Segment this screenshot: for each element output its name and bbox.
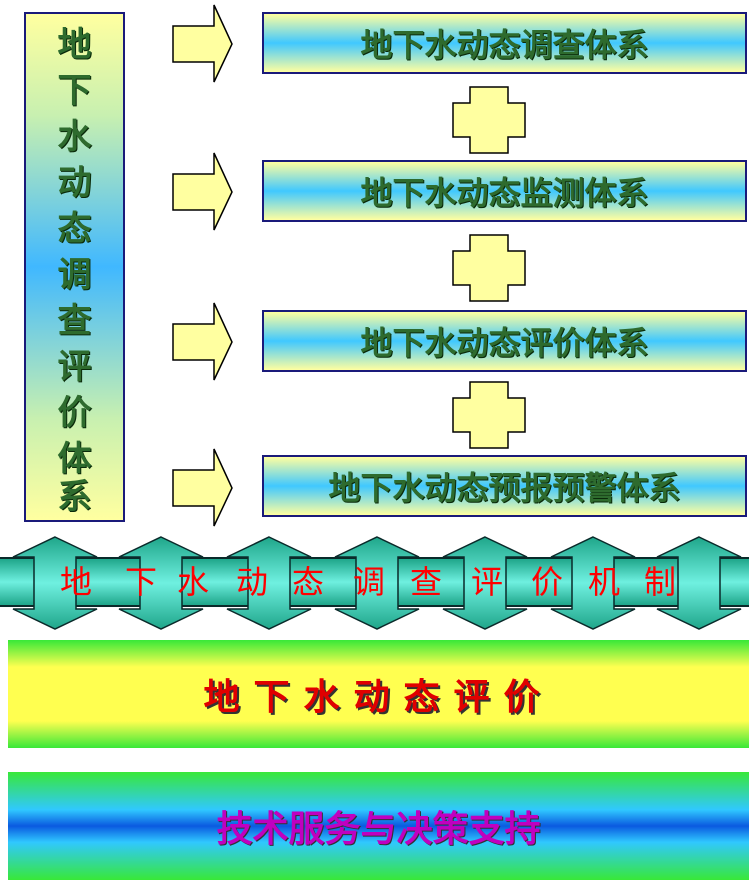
system-label: 地下水动态监测体系 xyxy=(360,174,649,212)
support-label: 技术服务与决策支持 xyxy=(216,809,541,850)
mechanism-char: 态 xyxy=(291,563,324,601)
right-arrow-icon xyxy=(172,448,233,527)
mechanism-char: 制 xyxy=(643,563,676,601)
plus-connector-icon xyxy=(452,86,526,154)
right-arrow-icon xyxy=(172,302,233,381)
mechanism-char: 查 xyxy=(409,563,442,601)
left-column-char: 水 xyxy=(57,117,92,157)
left-column-char: 体 xyxy=(57,439,92,479)
left-column-char: 下 xyxy=(57,71,92,111)
plus-connector-icon xyxy=(452,234,526,302)
left-column-char: 查 xyxy=(57,301,92,341)
updown-arrow-icon xyxy=(656,536,742,630)
updown-arrow-icon xyxy=(12,536,98,630)
system-box-evaluation: 地下水动态评价体系 xyxy=(262,310,747,372)
updown-arrow-icon xyxy=(442,536,528,630)
mechanism-char: 价 xyxy=(530,563,563,601)
evaluation-band: 地下水动态评价 xyxy=(8,640,749,748)
support-band: 技术服务与决策支持 xyxy=(8,772,749,880)
mechanism-char: 动 xyxy=(235,563,268,601)
updown-arrow-icon xyxy=(334,536,420,630)
left-column-box: 地 下 水 动 态 调 查 评 价 体 系 xyxy=(24,12,125,522)
plus-connector-icon xyxy=(452,381,526,449)
system-box-survey: 地下水动态调查体系 xyxy=(262,12,747,74)
system-label: 地下水动态调查体系 xyxy=(360,26,649,64)
mechanism-char: 评 xyxy=(470,563,503,601)
mechanism-char: 下 xyxy=(124,563,157,601)
mechanism-char: 地 xyxy=(59,563,92,601)
left-column-char: 态 xyxy=(57,209,92,249)
system-label: 地下水动态预报预警体系 xyxy=(328,469,681,507)
left-column-char: 调 xyxy=(57,255,92,295)
system-box-monitoring: 地下水动态监测体系 xyxy=(262,160,747,222)
system-label: 地下水动态评价体系 xyxy=(360,324,649,362)
mechanism-char: 调 xyxy=(352,563,385,601)
left-column-char: 价 xyxy=(57,393,92,433)
evaluation-label: 地下水动态评价 xyxy=(203,677,554,718)
left-column-char: 地 xyxy=(57,25,92,65)
right-arrow-icon xyxy=(172,4,233,83)
updown-arrow-icon xyxy=(550,536,636,630)
right-arrow-icon xyxy=(172,152,233,231)
system-box-forecast-warning: 地下水动态预报预警体系 xyxy=(262,455,747,517)
mechanism-char: 水 xyxy=(176,563,209,601)
left-column-char: 系 xyxy=(57,477,92,517)
mechanism-char: 机 xyxy=(587,563,620,601)
left-column-char: 评 xyxy=(57,347,92,387)
updown-arrow-icon xyxy=(226,536,312,630)
left-column-char: 动 xyxy=(57,163,92,203)
updown-arrow-icon xyxy=(118,536,204,630)
